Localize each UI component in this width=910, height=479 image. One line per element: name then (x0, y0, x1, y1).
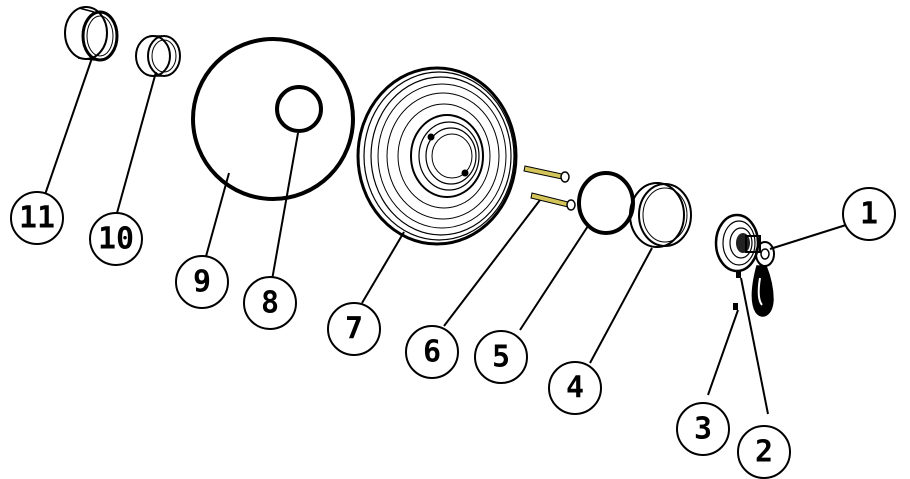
callout-10-label: 10 (98, 222, 134, 257)
callout-5: 5 (474, 330, 528, 384)
leader-2 (740, 277, 769, 415)
leader-6 (443, 199, 541, 327)
leader-lines (38, 57, 847, 415)
callout-9-label: 9 (193, 265, 211, 300)
callout-10: 10 (89, 212, 143, 266)
callout-6-label: 6 (423, 335, 441, 370)
callout-9: 9 (175, 255, 229, 309)
callout-4-label: 4 (566, 371, 584, 406)
leader-7 (361, 231, 405, 304)
callout-2-label: 2 (755, 435, 773, 470)
part-9-gasket (191, 37, 355, 201)
part-10-sleeve (135, 35, 181, 77)
part-11-sleeve (64, 6, 119, 62)
callout-3: 3 (676, 402, 730, 456)
callout-5-label: 5 (492, 340, 510, 375)
callout-7: 7 (327, 302, 381, 356)
leader-5 (519, 225, 589, 331)
part-3-plug (733, 303, 738, 310)
callout-11-label: 11 (19, 201, 55, 236)
part-5-o-ring (577, 171, 635, 235)
callout-6: 6 (405, 325, 459, 379)
leader-1 (769, 224, 847, 250)
callout-11: 11 (10, 191, 64, 245)
callout-8: 8 (243, 276, 297, 330)
callout-7-label: 7 (345, 312, 363, 347)
part-8-o-ring (275, 85, 323, 133)
part-7-escutcheon-plate (356, 66, 518, 246)
leader-10 (116, 71, 157, 214)
part-6-screws (523, 165, 576, 211)
callouts: 1 2 3 4 5 6 7 8 (10, 187, 896, 479)
callout-4: 4 (548, 361, 602, 415)
part-2-set-screw (736, 270, 741, 278)
callout-1-label: 1 (860, 197, 878, 232)
callout-2: 2 (737, 425, 791, 479)
leader-11 (38, 57, 93, 213)
callout-1: 1 (842, 187, 896, 241)
leader-9 (204, 172, 230, 261)
leader-8 (271, 132, 299, 281)
callout-3-label: 3 (694, 412, 712, 447)
leader-4 (589, 247, 653, 364)
callout-8-label: 8 (261, 286, 279, 321)
leader-3 (707, 309, 739, 396)
part-4-cap (629, 182, 692, 248)
